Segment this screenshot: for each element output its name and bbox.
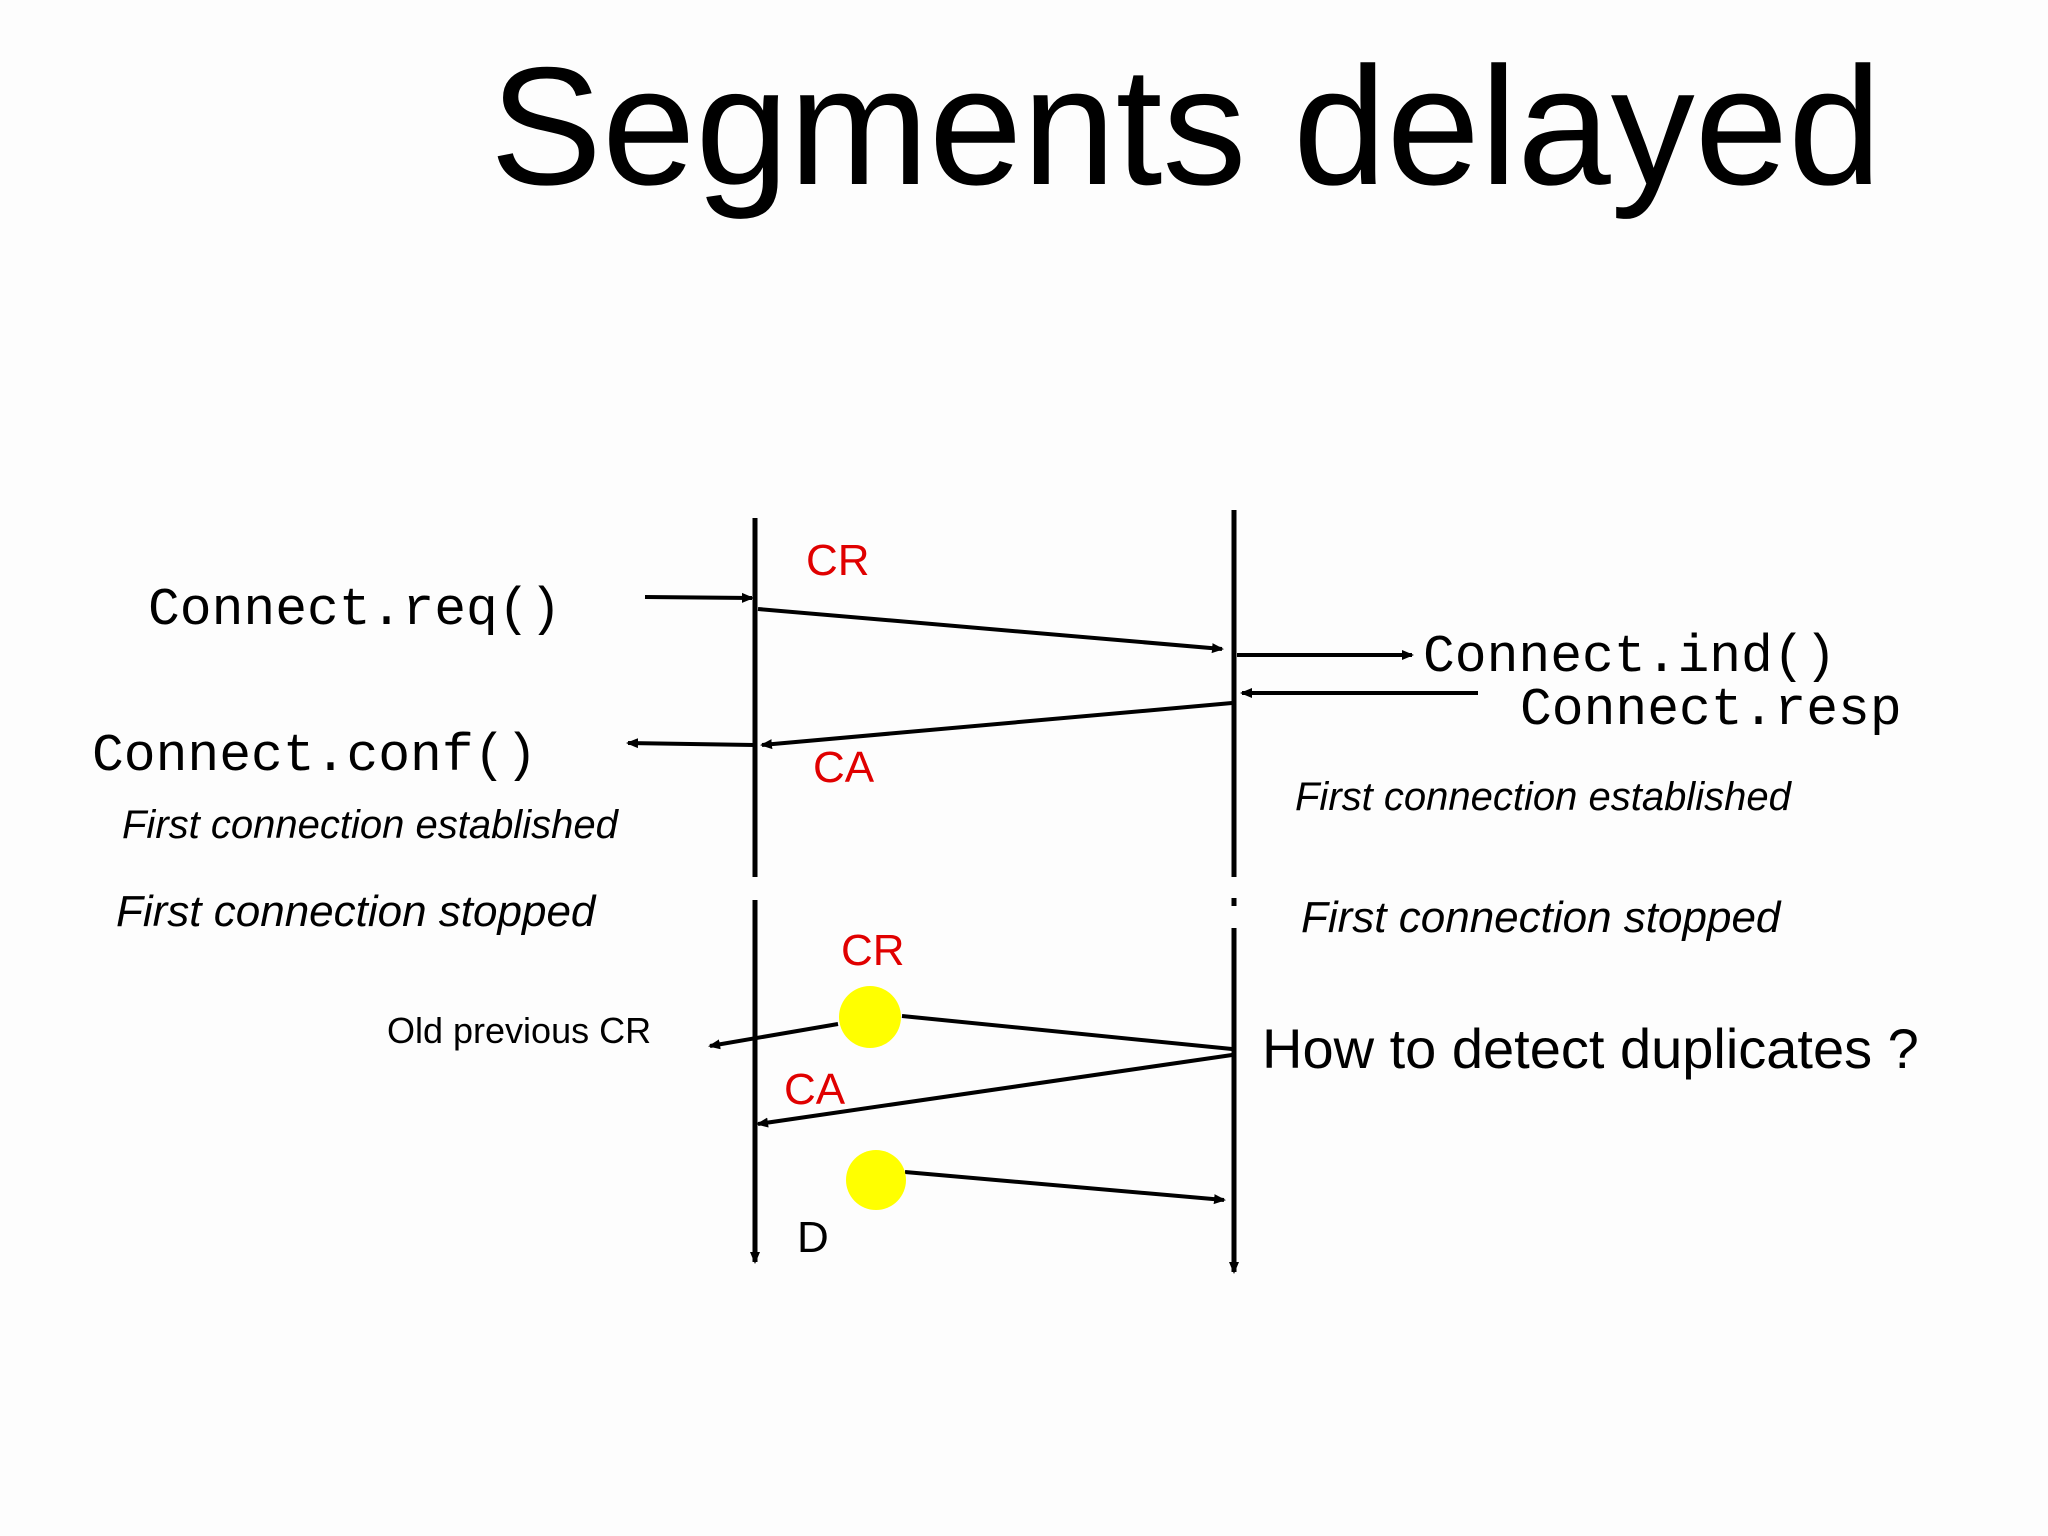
cr1-arrow: [757, 607, 1224, 654]
data-arrow: [904, 1170, 1226, 1205]
cr2-label: CR: [841, 926, 905, 975]
old-cr-arrow: [708, 1022, 839, 1050]
how-to-detect-label: How to detect duplicates ?: [1262, 1017, 1919, 1080]
connect-ind-label: Connect.ind(): [1423, 627, 1836, 687]
cr2-arrow: [901, 1014, 1233, 1051]
first-established-left: First connection established: [122, 803, 620, 847]
connect-req-label: Connect.req(): [148, 580, 561, 640]
connect-conf-label: Connect.conf(): [92, 726, 537, 786]
slide-title: Segments delayed: [490, 32, 1882, 220]
d-label: D: [797, 1213, 829, 1262]
old-previous-cr-label: Old previous CR: [387, 1010, 651, 1051]
ca2-arrow: [756, 1053, 1233, 1128]
duplicate-marker-cr: [839, 986, 901, 1048]
connect-req-arrow: [644, 592, 754, 603]
connect-conf-arrow: [626, 738, 755, 749]
duplicate-marker-data: [846, 1150, 906, 1210]
first-established-right: First connection established: [1295, 775, 1793, 819]
first-stopped-left: First connection stopped: [116, 887, 597, 936]
connect-resp-label: Connect.resp: [1520, 680, 1902, 740]
first-stopped-right: First connection stopped: [1301, 893, 1782, 942]
ca2-label: CA: [784, 1065, 846, 1114]
ca1-arrow: [760, 701, 1233, 750]
cr1-label: CR: [806, 536, 870, 585]
ca1-label: CA: [813, 743, 875, 792]
